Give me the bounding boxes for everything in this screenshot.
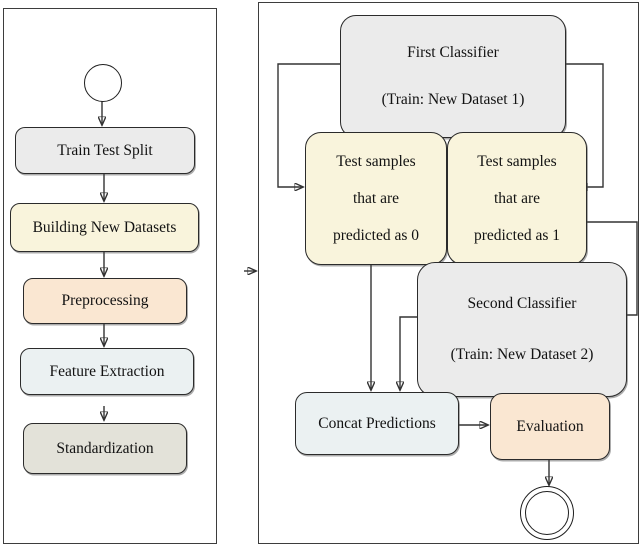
feature-extraction-node: Feature Extraction bbox=[20, 348, 194, 395]
first-classifier-title: First Classifier bbox=[407, 43, 499, 61]
concat-predictions-label: Concat Predictions bbox=[318, 414, 436, 432]
end-node-inner-circle bbox=[525, 491, 569, 535]
building-new-datasets-label: Building New Datasets bbox=[32, 218, 177, 236]
test-predicted-0-line3: predicted as 0 bbox=[332, 226, 420, 244]
first-classifier-subtitle: (Train: New Dataset 1) bbox=[381, 91, 525, 109]
second-classifier-node: Second Classifier (Train: New Dataset 2) bbox=[417, 262, 627, 397]
test-predicted-1-line3: predicted as 1 bbox=[473, 226, 561, 244]
preprocessing-node: Preprocessing bbox=[23, 278, 187, 324]
standardization-label: Standardization bbox=[56, 439, 154, 457]
second-classifier-subtitle: (Train: New Dataset 2) bbox=[450, 346, 594, 364]
test-predicted-0-line2: that are bbox=[352, 189, 400, 207]
test-predicted-1-line1: Test samples bbox=[477, 152, 557, 170]
test-predicted-0-node: Test samples that are predicted as 0 bbox=[305, 132, 447, 265]
evaluation-label: Evaluation bbox=[516, 417, 584, 435]
start-node bbox=[84, 64, 122, 102]
preprocessing-label: Preprocessing bbox=[61, 292, 149, 310]
concat-predictions-node: Concat Predictions bbox=[295, 392, 459, 455]
standardization-node: Standardization bbox=[23, 423, 187, 474]
evaluation-node: Evaluation bbox=[490, 393, 610, 460]
building-new-datasets-node: Building New Datasets bbox=[10, 203, 199, 252]
first-classifier-node: First Classifier (Train: New Dataset 1) bbox=[340, 15, 566, 138]
second-classifier-title: Second Classifier bbox=[467, 294, 577, 312]
right-panel-frame bbox=[258, 2, 639, 544]
train-test-split-node: Train Test Split bbox=[15, 127, 195, 174]
left-panel-frame bbox=[3, 8, 217, 544]
test-predicted-1-node: Test samples that are predicted as 1 bbox=[447, 132, 587, 265]
train-test-split-label: Train Test Split bbox=[57, 141, 153, 159]
feature-extraction-label: Feature Extraction bbox=[49, 362, 165, 380]
test-predicted-1-line2: that are bbox=[493, 189, 541, 207]
test-predicted-0-line1: Test samples bbox=[336, 152, 416, 170]
end-node bbox=[520, 486, 574, 540]
